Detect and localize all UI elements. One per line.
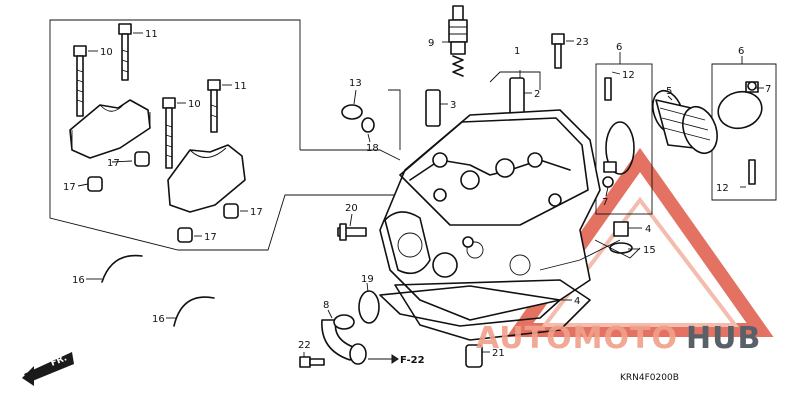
dowel-pin-17c-icon xyxy=(223,203,239,219)
callout-1: 1 xyxy=(514,46,520,57)
callout-16a: 16 xyxy=(72,275,85,286)
gasket-4-icon xyxy=(379,285,561,327)
callout-2: 2 xyxy=(534,89,540,100)
callout-9: 9 xyxy=(428,38,434,49)
dowel-pin-17a-icon xyxy=(134,151,150,167)
cylinder-head-icon xyxy=(379,109,601,341)
bolt-22-icon xyxy=(299,356,325,368)
insulator-5-icon xyxy=(652,89,718,155)
o-ring-18-icon xyxy=(361,117,375,133)
camshaft-holder-lower-icon xyxy=(167,144,246,213)
hose-clamp-6a-icon xyxy=(603,77,635,175)
spark-plug-9-icon xyxy=(448,5,468,77)
callout-5: 5 xyxy=(666,86,672,97)
callout-8: 8 xyxy=(323,300,329,311)
callout-13: 13 xyxy=(349,78,362,89)
front-direction-arrow-icon xyxy=(22,352,74,386)
callout-21: 21 xyxy=(492,348,505,359)
callout-3: 3 xyxy=(450,100,456,111)
hose-clamp-6b-icon xyxy=(717,81,763,185)
dowel-pin-21-icon xyxy=(465,344,483,368)
callout-4b: 4 xyxy=(574,296,580,307)
part-code-label: KRN4F0200B xyxy=(620,373,679,383)
o-ring-19-icon xyxy=(358,290,380,324)
bolt-10-lower-icon xyxy=(162,97,176,169)
callout-17d: 17 xyxy=(204,232,217,243)
callout-6b: 6 xyxy=(738,46,744,57)
callout-17b: 17 xyxy=(63,182,76,193)
callout-10b: 10 xyxy=(188,99,201,110)
callout-12a: 12 xyxy=(622,70,635,81)
callout-20: 20 xyxy=(345,203,358,214)
watermark-text-automoto: AUTOMOTO xyxy=(476,321,678,356)
stud-bolt-20-icon xyxy=(337,223,367,241)
bolt-10-upper-icon xyxy=(73,45,87,117)
holder-group-border xyxy=(49,19,395,251)
dowel-pin-17d-icon xyxy=(177,227,193,243)
watermark-wordmark: AUTOMOTO HUB xyxy=(476,321,761,356)
callout-18: 18 xyxy=(366,143,379,154)
callout-10a: 10 xyxy=(100,47,113,58)
cam-chain-guide-16a-icon xyxy=(101,254,143,283)
callout-19: 19 xyxy=(361,274,374,285)
callout-15: 15 xyxy=(643,245,656,256)
seal-13-icon xyxy=(341,104,363,120)
callout-17c: 17 xyxy=(250,207,263,218)
callout-23: 23 xyxy=(576,37,589,48)
clamp-box-right xyxy=(711,63,777,201)
camshaft-holder-upper-icon xyxy=(69,99,151,159)
bolt-23-icon xyxy=(551,33,565,69)
callout-11a: 11 xyxy=(145,29,158,40)
callout-6a: 6 xyxy=(616,42,622,53)
watermark-text-hub: HUB xyxy=(686,321,761,356)
bolt-11-lower-icon xyxy=(207,79,221,133)
cam-chain-guide-16b-icon xyxy=(173,296,215,327)
holder-group-border-inner xyxy=(300,149,401,161)
callout-16b: 16 xyxy=(152,314,165,325)
elbow-joint-8-icon xyxy=(321,314,367,365)
callout-7b: 7 xyxy=(765,84,771,95)
callout-17a: 17 xyxy=(107,158,120,169)
callout-7a: 7 xyxy=(602,197,608,208)
callout-11b: 11 xyxy=(234,81,247,92)
nut-7b-icon xyxy=(747,81,757,91)
callout-12b: 12 xyxy=(716,183,729,194)
reference-label-f22: F-22 xyxy=(400,355,425,366)
callout-4a: 4 xyxy=(645,224,651,235)
clamp-box-left xyxy=(595,63,653,215)
valve-guide-3-icon xyxy=(425,89,441,127)
dowel-pin-17b-icon xyxy=(87,176,103,192)
callout-22: 22 xyxy=(298,340,311,351)
leader-lines xyxy=(77,32,764,357)
nut-7a-icon xyxy=(602,176,614,188)
bolt-11-upper-icon xyxy=(118,23,132,81)
